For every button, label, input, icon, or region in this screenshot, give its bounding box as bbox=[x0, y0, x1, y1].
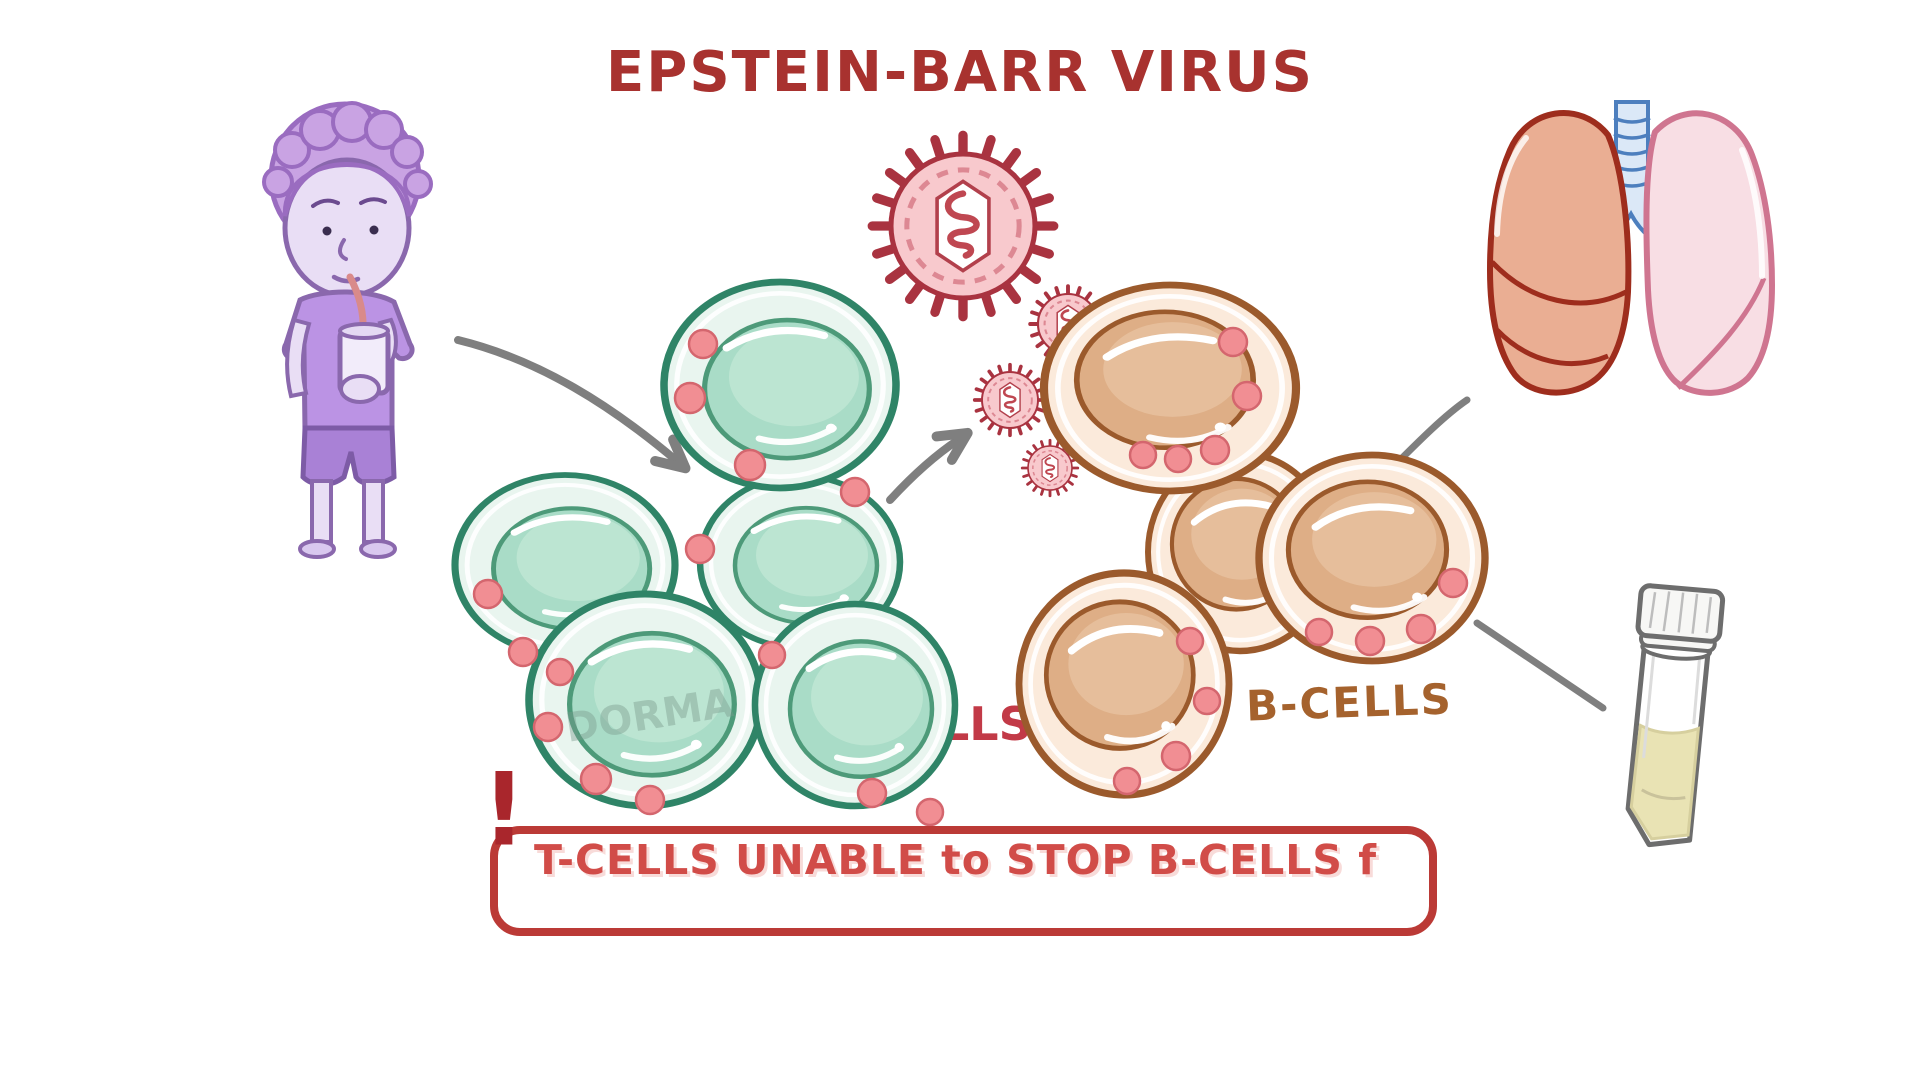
ebv-virus-icon bbox=[872, 135, 1053, 316]
arrow-line bbox=[886, 436, 962, 504]
eyebrow bbox=[311, 198, 340, 208]
page-title: EPSTEIN-BARR VIRUS bbox=[606, 40, 1314, 105]
leg bbox=[362, 479, 385, 544]
eye bbox=[322, 226, 332, 236]
specimen-tube-icon bbox=[1625, 583, 1726, 848]
hand bbox=[339, 374, 381, 404]
connector-bcells-to-tube bbox=[1473, 619, 1607, 712]
granules bbox=[472, 328, 945, 827]
nose bbox=[338, 238, 348, 261]
left-arm bbox=[285, 317, 312, 399]
alert-text: T-CELLS UNABLE to STOP B-CELLS f bbox=[534, 836, 1378, 884]
hair-curl bbox=[262, 166, 294, 198]
ebv-virion-small-icon bbox=[972, 362, 1048, 438]
arrow-line bbox=[454, 336, 682, 466]
arrow-tcells-to-bcells bbox=[886, 427, 973, 504]
left-lung-fissure bbox=[1490, 260, 1628, 306]
right-lung bbox=[1643, 110, 1776, 396]
shorts bbox=[300, 425, 397, 487]
arrow-head-icon bbox=[650, 434, 691, 474]
trachea-rings bbox=[1613, 116, 1651, 188]
foot bbox=[298, 539, 336, 559]
tube-liquid-line bbox=[1641, 788, 1686, 801]
eyebrow bbox=[359, 197, 387, 205]
connector-line bbox=[1473, 619, 1607, 712]
person-drinking-icon bbox=[262, 101, 433, 559]
arrow-person-to-tcells bbox=[454, 336, 691, 474]
foot bbox=[359, 539, 397, 559]
tube-liquid bbox=[1629, 723, 1701, 841]
t-cell-icon bbox=[755, 604, 955, 806]
lungs-icon bbox=[1486, 100, 1776, 396]
left-lung bbox=[1486, 110, 1632, 396]
hair-curl bbox=[364, 110, 404, 150]
left-lung-fissure bbox=[1495, 328, 1609, 366]
b-cells-label: B-CELLS bbox=[1245, 674, 1454, 731]
right-lung-highlight bbox=[1739, 147, 1765, 279]
hair-curl bbox=[273, 131, 311, 169]
hair-curl bbox=[403, 169, 433, 199]
left-lung-highlight bbox=[1494, 135, 1529, 237]
alert-box bbox=[490, 826, 1437, 936]
granules bbox=[1112, 326, 1469, 796]
arrow-head-icon bbox=[931, 427, 973, 465]
eye bbox=[369, 225, 379, 235]
tube-glass-reflection bbox=[1642, 654, 1701, 758]
cap-ribs bbox=[1648, 591, 1713, 634]
cup-lid bbox=[338, 322, 390, 340]
mouth bbox=[331, 274, 361, 284]
hair-curl bbox=[390, 135, 424, 169]
b-cell-cluster bbox=[1019, 285, 1485, 795]
leg bbox=[310, 479, 333, 544]
right-lung-fissure bbox=[1676, 277, 1767, 390]
exclamation-mark: ! bbox=[482, 751, 526, 869]
b-cell-icon bbox=[1019, 573, 1229, 795]
t-cell-cluster: DORMA bbox=[455, 282, 955, 827]
hair-fringe bbox=[282, 161, 412, 217]
